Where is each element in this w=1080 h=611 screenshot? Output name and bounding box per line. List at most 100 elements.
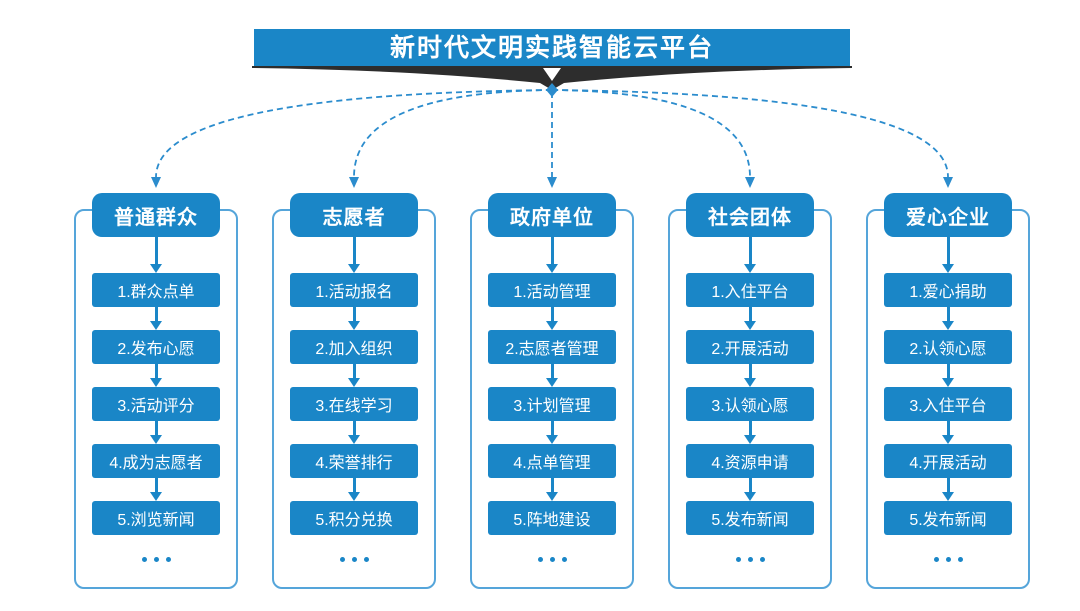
arrow-head	[348, 378, 360, 387]
down-arrow-icon	[150, 307, 162, 330]
down-arrow-icon	[942, 421, 954, 444]
flow-step: 1.爱心捐助	[884, 273, 1012, 307]
arrow-shaft	[154, 307, 158, 321]
arrow-head	[546, 378, 558, 387]
arrow-shaft	[748, 307, 752, 321]
flow-step: 1.活动管理	[488, 273, 616, 307]
arrow-shaft	[154, 237, 158, 264]
arrow-shaft	[352, 237, 356, 264]
down-arrow-icon	[942, 478, 954, 501]
arrow-head	[744, 435, 756, 444]
arrow-head	[942, 378, 954, 387]
ellipsis-dot	[537, 557, 543, 562]
arrow-head	[546, 492, 558, 501]
arrow-head	[150, 321, 162, 330]
down-arrow-icon	[744, 364, 756, 387]
flow-step: 2.发布心愿	[92, 330, 220, 364]
ellipsis-icon	[933, 557, 963, 562]
arrow-head	[348, 321, 360, 330]
down-arrow-icon	[348, 364, 360, 387]
role-header: 政府单位	[488, 193, 616, 237]
arrow-head	[150, 378, 162, 387]
arrow-shaft	[550, 307, 554, 321]
arrow-shaft	[154, 364, 158, 378]
connector-arrowhead-icon	[745, 177, 755, 188]
arrow-head	[546, 435, 558, 444]
arrow-shaft	[946, 478, 950, 492]
flow-step: 3.活动评分	[92, 387, 220, 421]
arrow-shaft	[946, 237, 950, 264]
arrow-shaft	[352, 421, 356, 435]
flow-step: 4.成为志愿者	[92, 444, 220, 478]
down-arrow-icon	[942, 307, 954, 330]
ellipsis-dot	[363, 557, 369, 562]
arrow-head	[546, 264, 558, 273]
banner-down-arrow-icon	[543, 68, 561, 81]
arrow-shaft	[748, 421, 752, 435]
ellipsis-dot	[759, 557, 765, 562]
ellipsis-icon	[141, 557, 171, 562]
down-arrow-icon	[546, 307, 558, 330]
flow-step: 5.阵地建设	[488, 501, 616, 535]
arrow-head	[744, 492, 756, 501]
ellipsis-dot	[549, 557, 555, 562]
ellipsis-dot	[735, 557, 741, 562]
arrow-head	[744, 378, 756, 387]
flow-step: 4.点单管理	[488, 444, 616, 478]
flow-step: 1.入住平台	[686, 273, 814, 307]
flow-step: 4.荣誉排行	[290, 444, 418, 478]
flow-step: 5.发布新闻	[884, 501, 1012, 535]
ellipsis-dot	[339, 557, 345, 562]
ellipsis-dot	[957, 557, 963, 562]
connector-arrowhead-icon	[943, 177, 953, 188]
ellipsis-icon	[339, 557, 369, 562]
arrow-shaft	[748, 364, 752, 378]
arrow-shaft	[946, 307, 950, 321]
down-arrow-icon	[546, 364, 558, 387]
flow-step: 3.计划管理	[488, 387, 616, 421]
connector-arrowhead-icon	[151, 177, 161, 188]
flow-step: 3.在线学习	[290, 387, 418, 421]
dashed-connector	[353, 89, 553, 178]
arrow-shaft	[352, 478, 356, 492]
flow-step: 2.加入组织	[290, 330, 418, 364]
ellipsis-dot	[165, 557, 171, 562]
arrow-head	[942, 264, 954, 273]
arrow-shaft	[748, 237, 752, 264]
down-arrow-icon	[348, 237, 360, 273]
arrow-shaft	[748, 478, 752, 492]
role-header: 社会团体	[686, 193, 814, 237]
down-arrow-icon	[348, 307, 360, 330]
arrow-shaft	[946, 421, 950, 435]
down-arrow-icon	[942, 364, 954, 387]
arrow-head	[150, 264, 162, 273]
flow-step: 4.开展活动	[884, 444, 1012, 478]
down-arrow-icon	[744, 307, 756, 330]
arrow-head	[150, 492, 162, 501]
ellipsis-dot	[141, 557, 147, 562]
arrow-head	[348, 435, 360, 444]
connector-arrowhead-icon	[547, 177, 557, 188]
arrow-shaft	[550, 421, 554, 435]
down-arrow-icon	[546, 421, 558, 444]
arrow-shaft	[550, 364, 554, 378]
ellipsis-dot	[561, 557, 567, 562]
down-arrow-icon	[150, 421, 162, 444]
down-arrow-icon	[744, 237, 756, 273]
flow-step: 4.资源申请	[686, 444, 814, 478]
down-arrow-icon	[744, 478, 756, 501]
arrow-shaft	[352, 364, 356, 378]
down-arrow-icon	[150, 364, 162, 387]
down-arrow-icon	[744, 421, 756, 444]
